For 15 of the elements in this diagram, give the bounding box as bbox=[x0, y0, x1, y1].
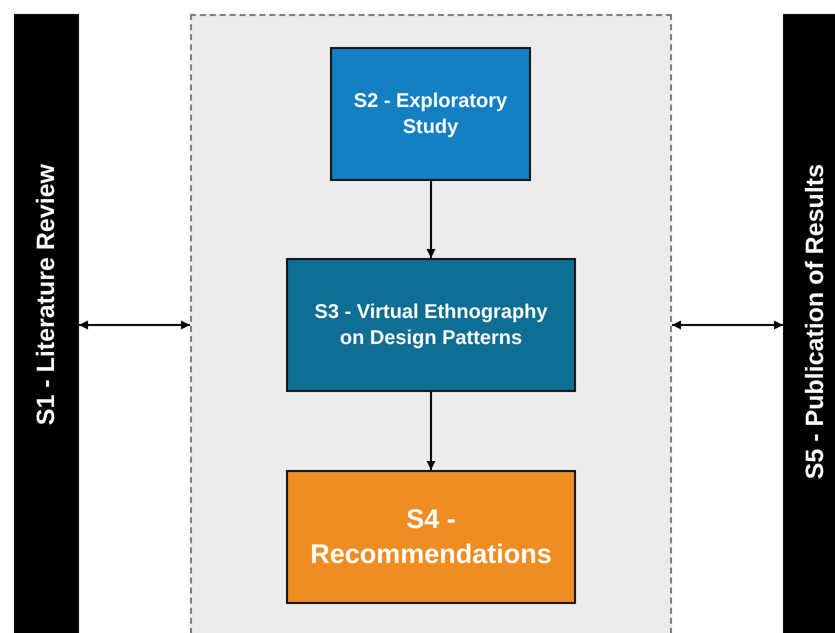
phase-label: S5 - Publication of Results bbox=[801, 164, 830, 480]
process-box bbox=[330, 47, 531, 181]
phase-bar bbox=[783, 14, 835, 633]
arrow bbox=[426, 392, 436, 470]
process-box bbox=[286, 470, 576, 604]
process-label: S3 - Virtual Ethnography on Design Patterns bbox=[314, 300, 548, 351]
process-label: S2 - Exploratory Study bbox=[352, 89, 508, 140]
process-box bbox=[286, 258, 576, 392]
phase-bar bbox=[14, 14, 79, 633]
arrow bbox=[672, 320, 783, 330]
arrow bbox=[426, 181, 436, 258]
arrow bbox=[79, 320, 190, 330]
process-label: S4 - Recommendations bbox=[309, 502, 553, 571]
dashed-group-box bbox=[190, 14, 672, 633]
phase-label: S1 - Literature Review bbox=[32, 164, 61, 426]
